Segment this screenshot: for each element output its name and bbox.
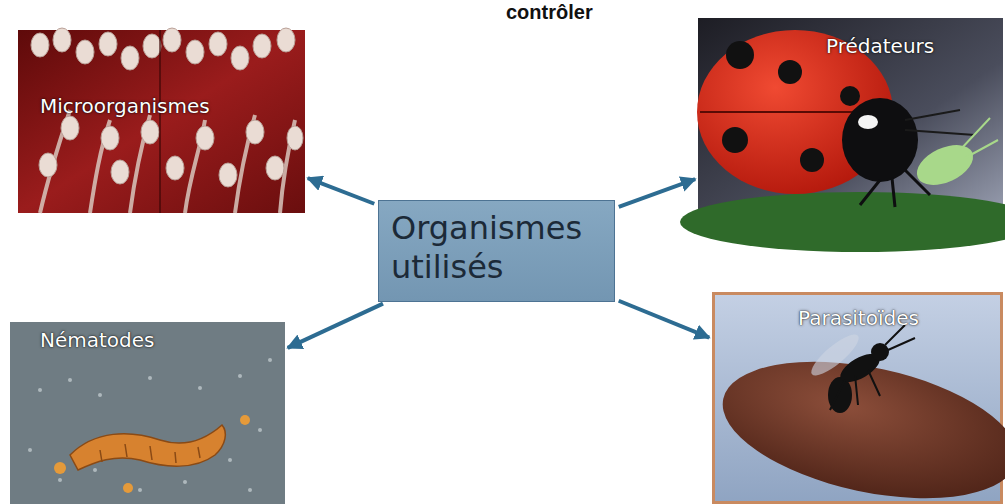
center-box: Organismes utilisés [378, 200, 615, 302]
arrow-connector [619, 301, 710, 338]
heading-fragment: contrôler [506, 1, 593, 24]
arrow-connector [288, 304, 383, 348]
panel-label: Prédateurs [826, 34, 934, 58]
arrow-connector [308, 178, 374, 204]
box-label: Organismes utilisés [391, 209, 602, 287]
image-panel: Nématodes [10, 322, 285, 504]
nematode-picture [10, 322, 285, 504]
panel-label: Parasitoïdes [798, 306, 919, 330]
image-panel: Microorganismes [18, 30, 305, 213]
arrow-connector [619, 179, 695, 207]
image-panel: Prédateurs [698, 18, 1003, 228]
panel-label: Microorganismes [40, 94, 210, 118]
microorganism-picture [18, 28, 305, 213]
panel-label: Nématodes [40, 328, 155, 352]
image-panel: Parasitoïdes [712, 292, 1003, 504]
predator-picture [680, 18, 1005, 252]
parasitoid-picture [710, 294, 1005, 504]
